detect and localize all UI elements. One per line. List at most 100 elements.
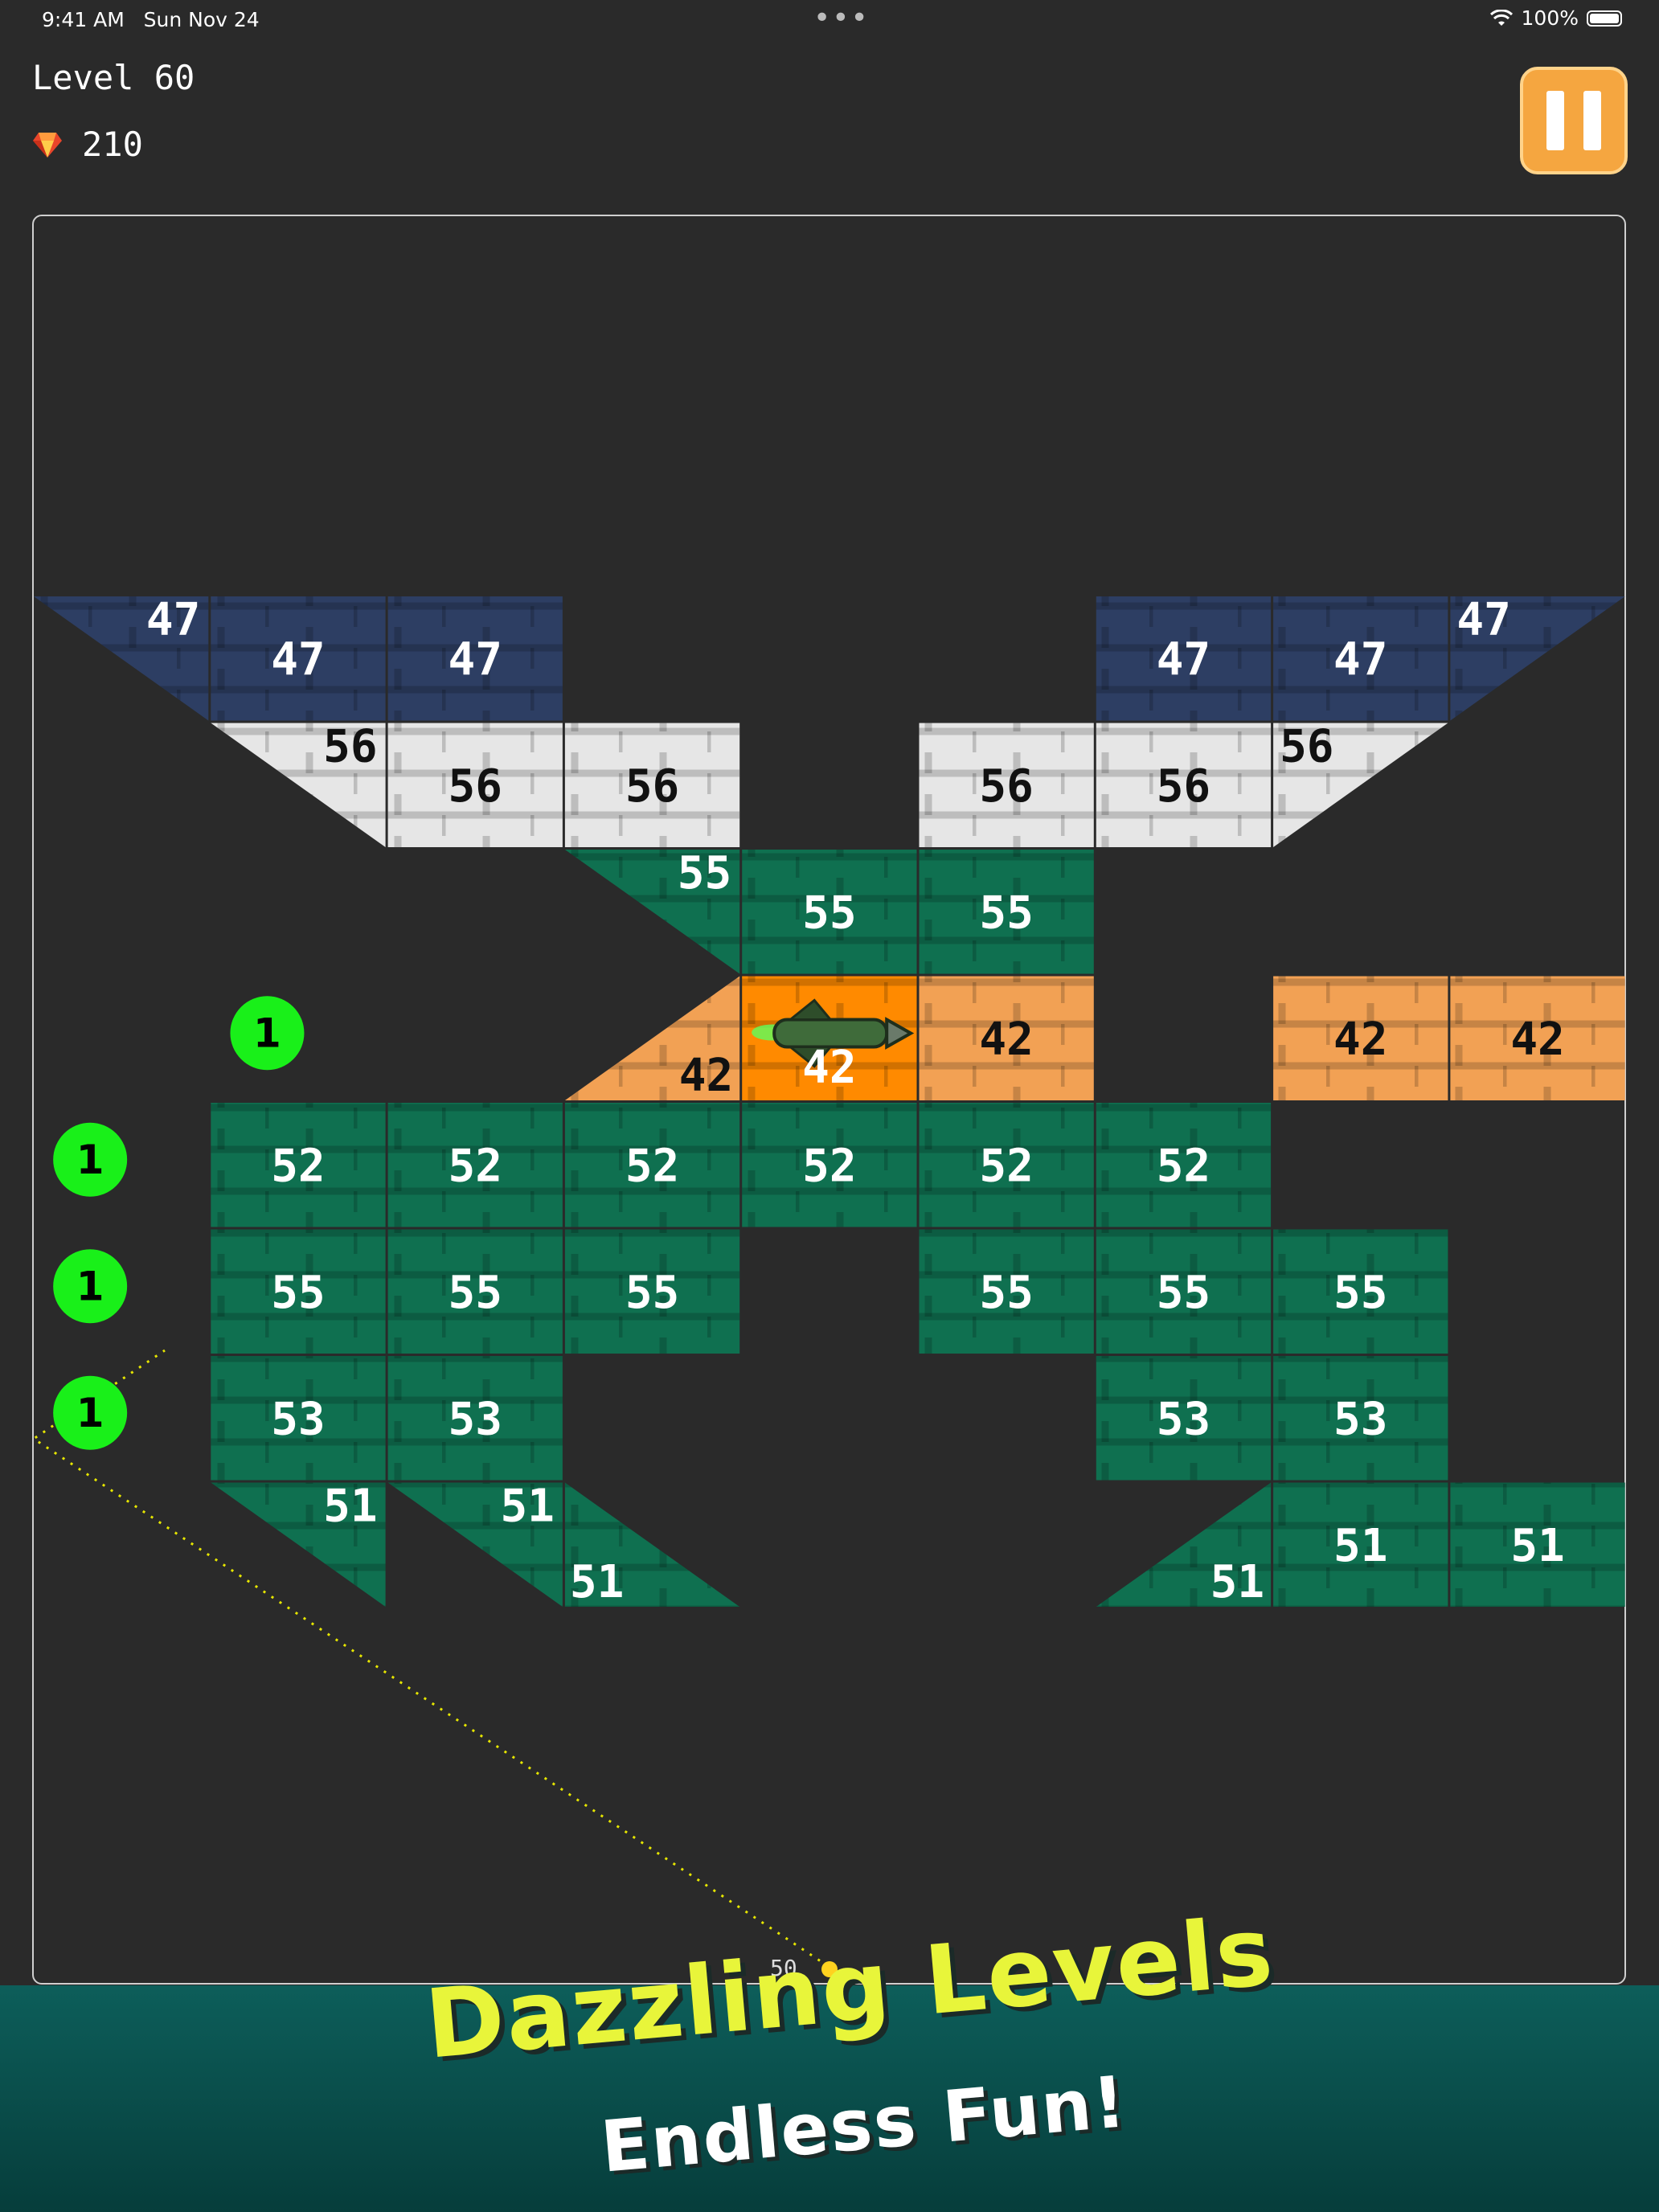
brick: 52 bbox=[211, 1103, 386, 1227]
brick-value: 56 bbox=[1280, 721, 1333, 773]
brick-texture bbox=[1273, 1356, 1448, 1481]
brick: 55 bbox=[211, 1229, 386, 1354]
brick: 53 bbox=[387, 1356, 563, 1481]
status-time: 9:41 AM bbox=[42, 8, 125, 31]
brick-texture bbox=[919, 850, 1094, 974]
brick-texture bbox=[387, 1229, 563, 1354]
brick-value: 51 bbox=[323, 1481, 377, 1533]
brick-texture bbox=[211, 723, 386, 847]
brick: 42 bbox=[1273, 976, 1448, 1100]
wifi-icon bbox=[1489, 9, 1513, 26]
brick-value: 53 bbox=[449, 1393, 502, 1445]
brick: 47 bbox=[34, 594, 209, 721]
brick-texture bbox=[564, 1482, 740, 1607]
pickup-circle bbox=[53, 1122, 128, 1197]
brick-texture bbox=[1450, 976, 1625, 1100]
brick: 53 bbox=[1096, 1356, 1272, 1481]
gem-icon bbox=[33, 132, 62, 158]
brick-texture bbox=[564, 723, 740, 847]
playfield[interactable] bbox=[32, 215, 1626, 1985]
brick-texture bbox=[919, 723, 1094, 847]
ball-count: 50 bbox=[770, 1955, 797, 1981]
brick: 52 bbox=[919, 1103, 1094, 1227]
extra-ball-pickup: 1 bbox=[53, 1249, 128, 1324]
brick-value: 42 bbox=[679, 1050, 733, 1102]
brick: 56 bbox=[919, 723, 1094, 847]
ball bbox=[821, 1961, 838, 1977]
brick-value: 51 bbox=[1510, 1520, 1564, 1572]
brick-texture bbox=[1096, 1356, 1272, 1481]
brick-texture bbox=[564, 976, 740, 1100]
brick-value: 51 bbox=[570, 1556, 624, 1608]
brick-value: 56 bbox=[625, 760, 679, 813]
brick-texture bbox=[919, 1103, 1094, 1227]
brick-value: 42 bbox=[1333, 1014, 1387, 1066]
brick: 55 bbox=[387, 1229, 563, 1354]
rocket-icon bbox=[752, 998, 915, 1068]
pause-icon-right-bar bbox=[1583, 91, 1601, 150]
brick: 42 bbox=[564, 976, 740, 1102]
gem-count: 210 bbox=[82, 125, 143, 164]
brick-value: 52 bbox=[802, 1140, 856, 1192]
brick-value: 47 bbox=[449, 633, 502, 686]
pickup-value: 1 bbox=[253, 1010, 281, 1056]
level-title: Level 60 bbox=[32, 58, 195, 97]
promo-banner bbox=[0, 1985, 1659, 2212]
brick-value: 51 bbox=[1210, 1556, 1264, 1608]
brick-texture bbox=[564, 1103, 740, 1227]
brick: 55 bbox=[742, 850, 917, 974]
brick-texture bbox=[742, 1103, 917, 1227]
brick: 52 bbox=[742, 1103, 917, 1227]
brick-value: 47 bbox=[146, 594, 200, 646]
brick-texture bbox=[211, 1482, 386, 1607]
brick-texture bbox=[1096, 1229, 1272, 1354]
pickup-value: 1 bbox=[76, 1263, 104, 1309]
pickup-circle bbox=[53, 1249, 128, 1324]
brick-texture bbox=[211, 1356, 386, 1481]
brick-value: 55 bbox=[1333, 1267, 1387, 1319]
brick-value: 47 bbox=[271, 633, 325, 686]
multitask-dots-icon[interactable]: ••• bbox=[813, 2, 870, 35]
brick: 47 bbox=[387, 596, 563, 721]
brick: 42 bbox=[742, 976, 917, 1100]
status-right: 100% bbox=[1489, 6, 1622, 30]
brick: 52 bbox=[387, 1103, 563, 1227]
brick-value: 55 bbox=[271, 1267, 325, 1319]
brick: 47 bbox=[211, 596, 386, 721]
brick: 42 bbox=[919, 976, 1094, 1100]
brick-texture bbox=[211, 596, 386, 721]
brick: 51 bbox=[1096, 1482, 1272, 1608]
brick-value: 51 bbox=[500, 1481, 554, 1533]
brick-value: 55 bbox=[625, 1267, 679, 1319]
extra-ball-pickup: 1 bbox=[53, 1375, 128, 1450]
brick-value: 51 bbox=[1333, 1520, 1387, 1572]
brick-texture bbox=[919, 976, 1094, 1100]
brick-value: 56 bbox=[1157, 760, 1210, 813]
brick: 55 bbox=[1096, 1229, 1272, 1354]
brick-texture bbox=[1273, 976, 1448, 1100]
brick: 51 bbox=[564, 1482, 740, 1608]
brick: 55 bbox=[919, 1229, 1094, 1354]
brick-value: 55 bbox=[449, 1267, 502, 1319]
brick: 51 bbox=[1273, 1482, 1448, 1607]
brick-value: 53 bbox=[271, 1393, 325, 1445]
brick-value: 53 bbox=[1157, 1393, 1210, 1445]
brick-texture bbox=[742, 850, 917, 974]
battery-icon bbox=[1587, 10, 1622, 27]
brick-texture bbox=[1096, 723, 1272, 847]
brick: 56 bbox=[211, 721, 386, 847]
brick-texture bbox=[1096, 1482, 1272, 1607]
status-date: Sun Nov 24 bbox=[143, 8, 260, 31]
brick-value: 52 bbox=[449, 1140, 502, 1192]
brick: 56 bbox=[1096, 723, 1272, 847]
pause-icon-left-bar bbox=[1546, 91, 1564, 150]
brick: 47 bbox=[1450, 594, 1625, 721]
brick: 52 bbox=[564, 1103, 740, 1227]
extra-ball-pickup: 1 bbox=[53, 1122, 128, 1197]
brick-value: 47 bbox=[1333, 633, 1387, 686]
brick-texture bbox=[564, 1229, 740, 1354]
brick-value: 56 bbox=[323, 721, 377, 773]
brick-texture bbox=[211, 1229, 386, 1354]
pause-button[interactable] bbox=[1520, 67, 1628, 174]
